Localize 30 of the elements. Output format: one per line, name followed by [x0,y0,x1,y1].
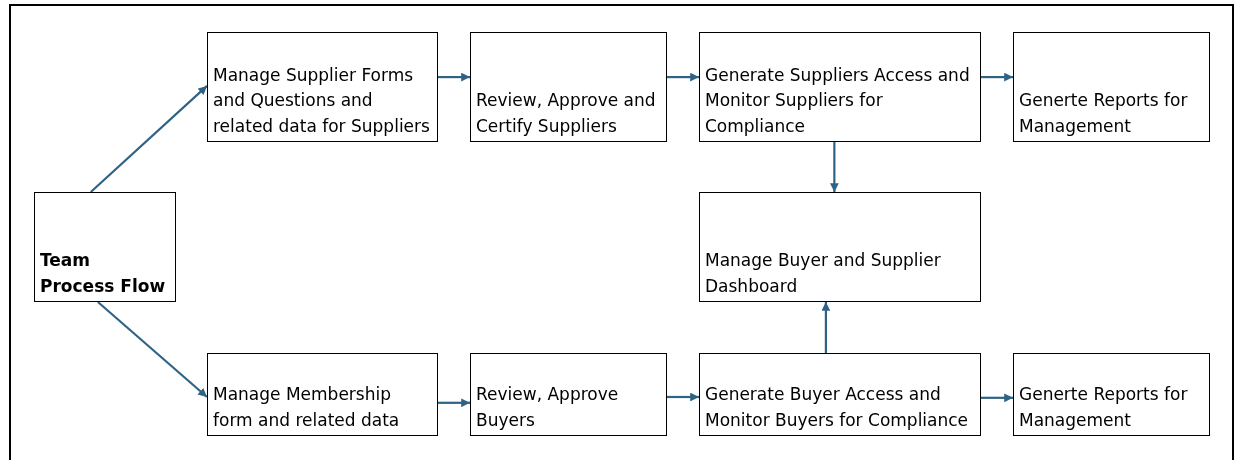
title-box [34,192,176,302]
box-label: Manage Membership form and related data [213,383,401,432]
box-label: Review, Approve Buyers [476,383,620,432]
arrow [438,72,470,82]
arrow [667,392,699,402]
arrow [667,72,699,82]
box-label: Manage Supplier Forms and Questions and related data for Suppliers [213,63,431,138]
process-box [207,353,438,436]
arrow [97,301,208,398]
box-label: Generte Reports for Management [1019,383,1189,432]
process-box [470,353,667,436]
arrow [981,72,1013,82]
process-box [699,353,981,436]
arrow [981,393,1013,403]
arrow [821,302,831,353]
box-label: Team Process Flow [40,249,167,298]
process-box [207,32,438,142]
arrow [438,398,470,408]
box-label: Generte Reports for Management [1019,89,1189,138]
process-box [699,192,981,302]
box-label: Generate Suppliers Access and Monitor Suppliers for Compliance [705,63,971,138]
arrow [90,85,208,193]
process-box [470,32,667,142]
process-box [699,32,981,142]
process-box [1013,32,1210,142]
process-box [1013,353,1210,436]
arrow [829,142,839,192]
box-label: Manage Buyer and Supplier Dashboard [705,249,942,298]
box-label: Generate Buyer Access and Monitor Buyers for Compliance [705,383,970,432]
box-label: Review, Approve and Certify Suppliers [476,89,657,138]
